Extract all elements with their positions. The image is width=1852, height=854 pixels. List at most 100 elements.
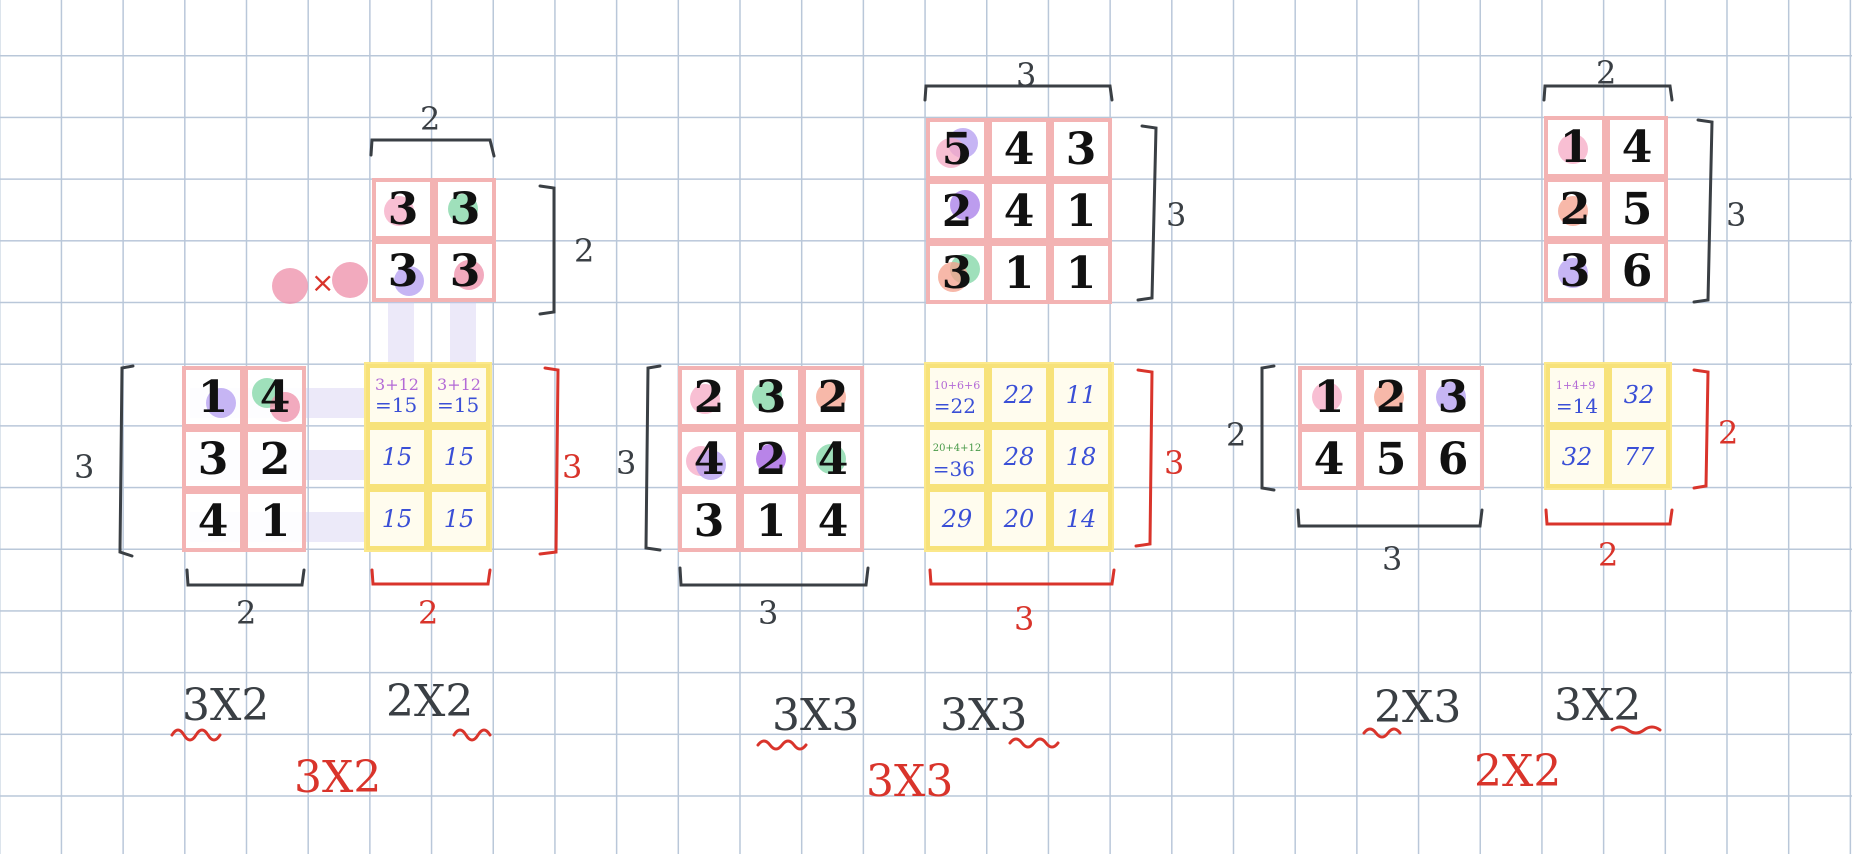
example3-matrix-b: 1 4 2 5 3 6 bbox=[1544, 116, 1668, 302]
matrix-cell: 5 bbox=[1606, 178, 1668, 240]
squiggle-a2 bbox=[756, 739, 808, 751]
purple-dot bbox=[1558, 258, 1588, 288]
matrix-cell: 77 bbox=[1608, 426, 1670, 488]
matrix-cell: 3 bbox=[372, 178, 434, 240]
matrix-cell: 4 bbox=[988, 180, 1050, 242]
purple-dot bbox=[756, 444, 786, 474]
example2-b-size: 3X3 bbox=[940, 690, 1028, 741]
squiggle-b1 bbox=[452, 728, 492, 742]
bracket-c1-bottom bbox=[370, 568, 492, 586]
matrix-cell: 1 bbox=[1298, 366, 1360, 428]
green-dot bbox=[448, 194, 478, 224]
matrix-cell: 5 bbox=[926, 118, 988, 180]
salmon-dot bbox=[816, 382, 846, 412]
example2-matrix-b: 5 4 3 2 4 1 3 1 1 bbox=[926, 118, 1112, 304]
bracket-c3-bottom bbox=[1544, 508, 1674, 526]
pink-dot bbox=[1312, 382, 1342, 412]
pink-dot bbox=[384, 196, 414, 226]
salmon-dot bbox=[1374, 382, 1404, 412]
matrix-cell: 6 bbox=[1606, 240, 1668, 302]
matrix-cell: 2 bbox=[244, 428, 306, 490]
matrix-cell: 3 bbox=[372, 240, 434, 302]
matrix-cell: 3 bbox=[434, 178, 496, 240]
bracket-c2-right bbox=[1134, 368, 1154, 548]
matrix-cell: 4 bbox=[802, 490, 864, 552]
matrix-cell: 15 bbox=[428, 426, 490, 488]
example1-a-rows-label: 3 bbox=[74, 448, 95, 486]
example3-c-rows-label: 2 bbox=[1718, 414, 1739, 452]
matrix-cell: 1 bbox=[1050, 180, 1112, 242]
matrix-cell: 3 bbox=[1544, 240, 1606, 302]
example3-b-cols-label: 2 bbox=[1596, 54, 1617, 92]
matrix-cell: 20+4+12=36 bbox=[926, 426, 988, 488]
matrix-cell: 20 bbox=[988, 488, 1050, 550]
matrix-cell: 1 bbox=[1544, 116, 1606, 178]
matrix-cell: 11 bbox=[1050, 364, 1112, 426]
matrix-cell: 15 bbox=[428, 488, 490, 550]
bracket-c3-right bbox=[1692, 368, 1710, 490]
example3-matrix-c: 1+4+9=14 32 32 77 bbox=[1544, 362, 1672, 490]
matrix-cell: 32 bbox=[1546, 426, 1608, 488]
matrix-cell: 5 bbox=[1360, 428, 1422, 490]
purple-dot bbox=[950, 190, 980, 220]
example3-b-rows-label: 3 bbox=[1726, 196, 1747, 234]
pink-dot bbox=[690, 384, 720, 414]
matrix-cell: 1 bbox=[182, 366, 244, 428]
purple-dot bbox=[1436, 382, 1466, 412]
purple-dot bbox=[206, 388, 236, 418]
example2-c-cols-label: 3 bbox=[1014, 600, 1035, 638]
green-dot bbox=[816, 444, 846, 474]
pink-dot bbox=[270, 392, 300, 422]
example2-a-size: 3X3 bbox=[772, 690, 860, 741]
matrix-cell: 3 bbox=[1050, 118, 1112, 180]
matrix-cell: 4 bbox=[244, 366, 306, 428]
bracket-b1-top bbox=[369, 138, 496, 158]
example3-a-cols-label: 3 bbox=[1382, 540, 1403, 578]
matrix-cell: 3+12=15 bbox=[428, 364, 490, 426]
matrix-cell: 6 bbox=[1422, 428, 1484, 490]
bracket-a1-bottom bbox=[185, 568, 306, 587]
multiply-sign: × bbox=[311, 266, 335, 299]
pink-dot bbox=[454, 260, 484, 290]
example2-result-size: 3X3 bbox=[866, 756, 954, 807]
example3-a-size: 2X3 bbox=[1374, 682, 1462, 733]
example3-b-size: 3X2 bbox=[1554, 680, 1642, 731]
pink-dot bbox=[936, 138, 966, 168]
example1-b-size: 2X2 bbox=[386, 676, 474, 727]
example2-c-rows-label: 3 bbox=[1164, 444, 1185, 482]
matrix-cell: 15 bbox=[366, 426, 428, 488]
matrix-cell: 32 bbox=[1608, 364, 1670, 426]
example1-b-cols-label: 2 bbox=[420, 100, 441, 138]
matrix-cell: 29 bbox=[926, 488, 988, 550]
matrix-cell: 22 bbox=[988, 364, 1050, 426]
matrix-cell: 4 bbox=[988, 118, 1050, 180]
matrix-cell: 1 bbox=[988, 242, 1050, 304]
example1-c-rows-label: 3 bbox=[562, 448, 583, 486]
matrix-cell: 1 bbox=[1050, 242, 1112, 304]
bracket-a2-left bbox=[644, 364, 662, 552]
matrix-cell: 2 bbox=[740, 428, 802, 490]
matrix-cell: 4 bbox=[1298, 428, 1360, 490]
salmon-dot bbox=[938, 262, 968, 292]
matrix-cell: 2 bbox=[1360, 366, 1422, 428]
matrix-cell: 3 bbox=[926, 242, 988, 304]
bracket-b1-right bbox=[538, 184, 556, 316]
example1-c-cols-label: 2 bbox=[418, 594, 439, 632]
squiggle-a1 bbox=[170, 728, 222, 742]
bracket-c1-right bbox=[538, 366, 560, 556]
example3-a-rows-label: 2 bbox=[1226, 416, 1247, 454]
example2-b-rows-label: 3 bbox=[1166, 196, 1187, 234]
matrix-cell: 2 bbox=[678, 366, 740, 428]
matrix-cell: 1 bbox=[740, 490, 802, 552]
example2-b-cols-label: 3 bbox=[1016, 56, 1037, 94]
pink-dot bbox=[332, 262, 368, 298]
matrix-cell: 15 bbox=[366, 488, 428, 550]
matrix-cell: 3 bbox=[1422, 366, 1484, 428]
example2-matrix-c: 10+6+6=22 22 11 20+4+12=36 28 18 29 20 1… bbox=[924, 362, 1114, 552]
example1-a-size: 3X2 bbox=[182, 680, 270, 731]
matrix-cell: 3 bbox=[678, 490, 740, 552]
example2-a-cols-label: 3 bbox=[758, 594, 779, 632]
example2-a-rows-label: 3 bbox=[616, 444, 637, 482]
example3-matrix-a: 1 2 3 4 5 6 bbox=[1298, 366, 1484, 490]
matrix-cell: 4 bbox=[1606, 116, 1668, 178]
